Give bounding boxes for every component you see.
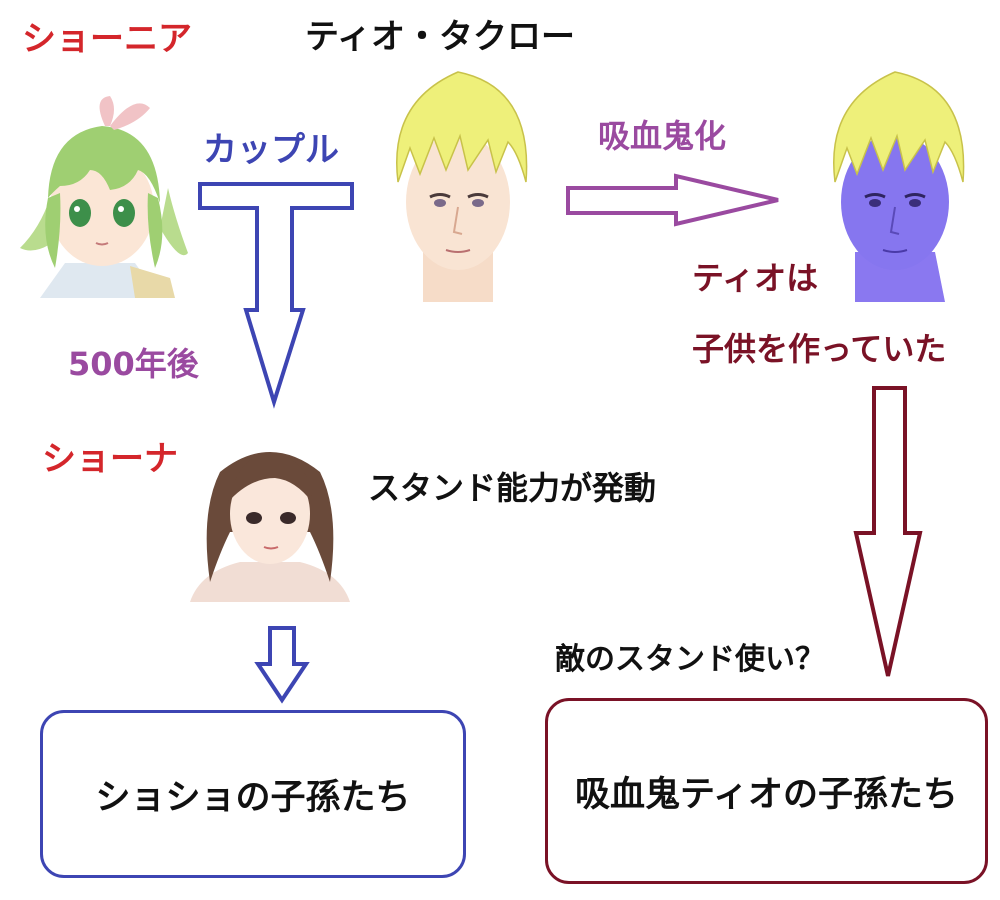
vampire-children-arrow xyxy=(853,386,923,677)
couple-label: カップル xyxy=(203,130,339,170)
years-later-label: 500年後 xyxy=(68,345,199,383)
tio-children-line1: ティオは xyxy=(692,259,819,297)
shona-name: ショーナ xyxy=(42,439,178,479)
joshu-descendants-box: ショショの子孫たち xyxy=(40,710,466,878)
shona-portrait-icon xyxy=(190,452,350,602)
vampirize-label: 吸血鬼化 xyxy=(598,117,727,155)
vampire-tio-descendants-label: 吸血鬼ティオの子孫たち xyxy=(575,774,958,815)
enemy-stand-user-label: 敵のスタンド使い？ xyxy=(555,642,825,677)
vampire-tio-descendants-box: 吸血鬼ティオの子孫たち xyxy=(545,698,988,884)
shonia-portrait-icon xyxy=(20,96,188,298)
shona-down-arrow xyxy=(254,626,310,704)
shonia-name: ショーニア xyxy=(22,19,192,59)
vampirize-arrow xyxy=(566,173,779,227)
tio-name: ティオ・タクロー xyxy=(305,17,575,57)
tio-children-line2: 子供を作っていた xyxy=(692,330,947,368)
joshu-descendants-label: ショショの子孫たち xyxy=(95,777,411,818)
couple-bar-arrow xyxy=(198,182,354,409)
tio-portrait-icon xyxy=(396,71,528,302)
stand-activated-label: スタンド能力が発動 xyxy=(368,469,657,507)
vampire-tio-portrait-icon xyxy=(833,71,965,302)
